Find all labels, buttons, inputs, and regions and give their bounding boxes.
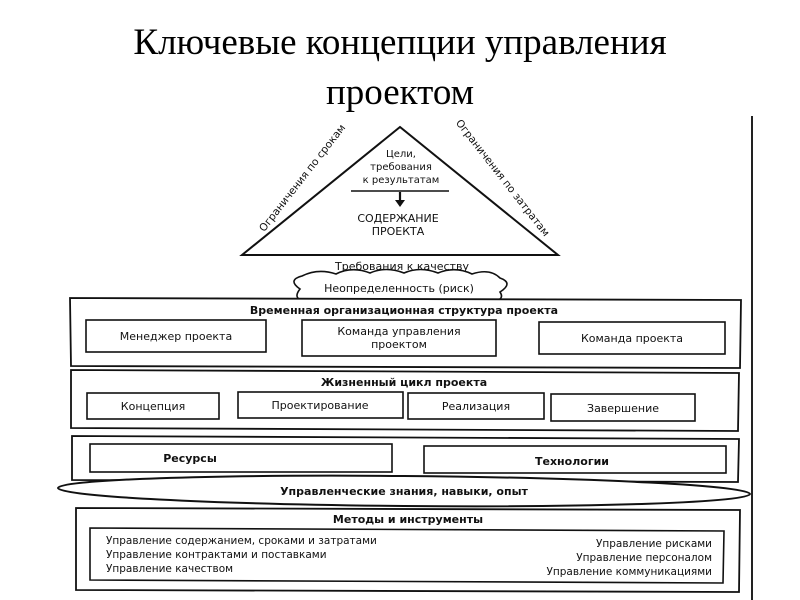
life-cycle-block: Жизненный цикл проекта Концепция Проекти… [70,369,740,432]
methods-left-item-3: Управление качеством [106,563,233,575]
technologies-label: Технологии [535,455,609,468]
life-cycle-item-completion [550,393,696,422]
methods-title: Методы и инструменты [333,513,483,526]
org-item-project-team [538,321,726,355]
org-item-project-team-label: Команда проекта [581,332,683,345]
resources-label: Ресурсы [163,452,217,465]
uncertainty-cloud: Неопределенность (риск) [293,268,508,307]
page-title: Ключевые концепции управления проектом [0,18,800,118]
org-item-management-team-line-2: проектом [371,338,427,351]
life-cycle-item-design [237,391,404,419]
org-item-management-team [301,319,497,357]
pyramid-content-line-1: СОДЕРЖАНИЕ [357,212,438,225]
life-cycle-item-implementation-label: Реализация [442,400,510,413]
methods-left-item-1: Управление содержанием, сроками и затрат… [106,535,377,547]
quality-requirements-label: Требования к качеству [334,260,469,273]
org-item-management-team-line-1: Команда управления [337,325,460,338]
knowledge-block: Управленческие знания, навыки, опыт [57,474,751,508]
knowledge-label: Управленческие знания, навыки, опыт [280,485,528,498]
org-structure-title: Временная организационная структура прое… [250,304,558,317]
down-arrow-icon [395,192,405,207]
methods-inner-box [89,527,725,584]
pyramid: Цели, требования к результатам СОДЕРЖАНИ… [239,117,561,273]
resources-block: Ресурсы Технологии [71,435,740,483]
resources-box [89,443,393,473]
knowledge-ellipse [57,474,751,508]
life-cycle-item-concept [86,392,220,420]
pyramid-top-line-3: к результатам [363,175,440,186]
pyramid-top-line-2: требования [370,162,432,173]
org-structure-block: Временная организационная структура прое… [69,297,742,369]
life-cycle-item-concept-label: Концепция [121,400,185,413]
org-item-manager-label: Менеджер проекта [120,330,232,343]
org-item-manager [85,319,267,353]
life-cycle-item-implementation [407,392,545,420]
title-line-2: проектом [325,72,475,113]
methods-right-item-2: Управление персоналом [576,552,712,564]
pyramid-top-line-1: Цели, [386,149,416,160]
life-cycle-title: Жизненный цикл проекта [321,376,487,389]
life-cycle-item-completion-label: Завершение [587,402,659,415]
technologies-box [423,445,727,474]
methods-left-item-2: Управление контрактами и поставками [106,549,327,561]
methods-right-item-3: Управление коммуникациями [546,566,712,578]
pyramid-content-line-2: ПРОЕКТА [372,225,425,238]
title-line-1: Ключевые концепции управления [133,22,667,63]
methods-block: Методы и инструменты Управление содержан… [75,507,741,593]
life-cycle-item-design-label: Проектирование [272,399,369,412]
uncertainty-label: Неопределенность (риск) [324,282,474,295]
methods-right-item-1: Управление рисками [596,538,712,550]
